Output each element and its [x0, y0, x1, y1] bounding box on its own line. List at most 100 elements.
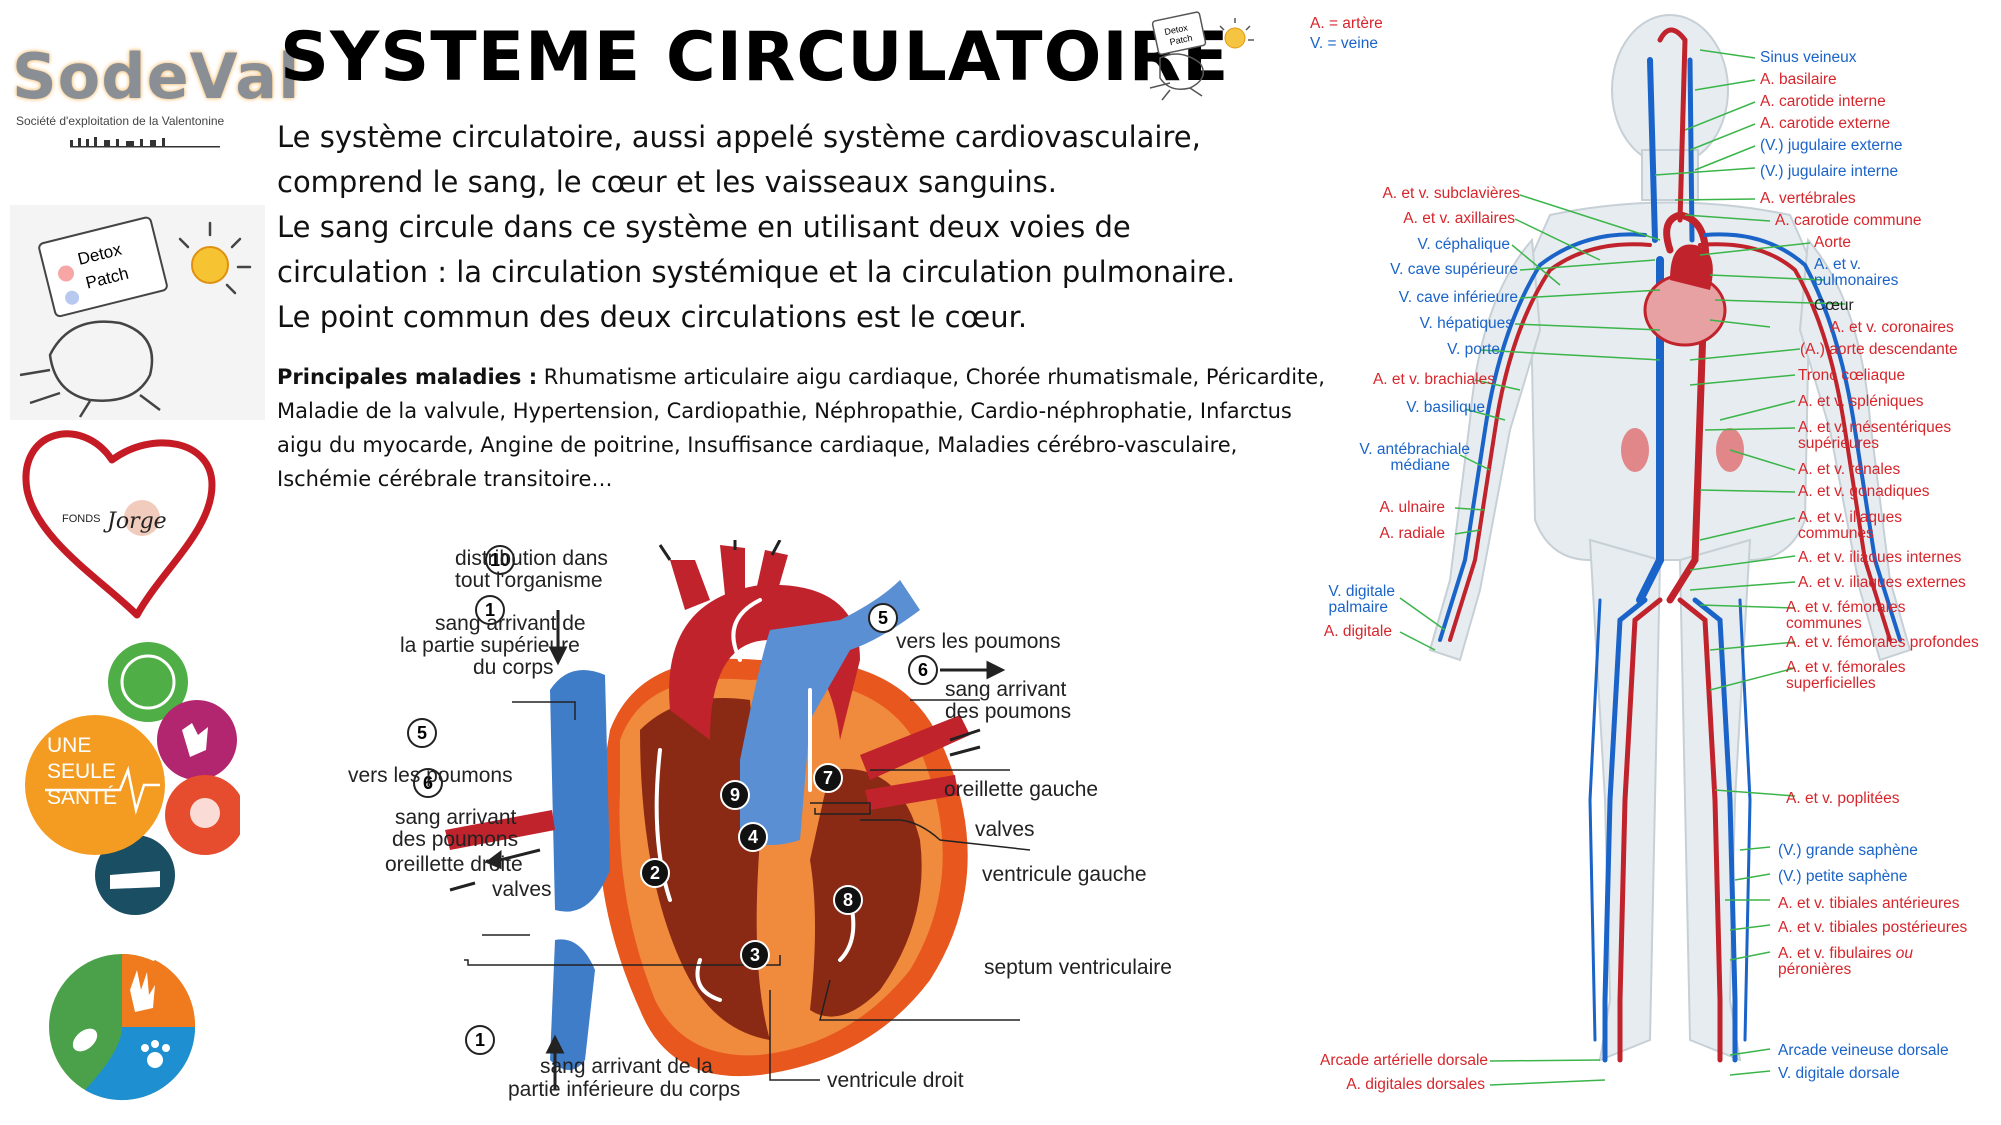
step-number-5-right: 5	[868, 603, 898, 633]
label-poplitees: A. et v. poplitées	[1786, 790, 1900, 807]
label-digitale-palmaire-2: palmaire	[1328, 599, 1388, 616]
label-ventricule-gauche: ventricule gauche	[982, 863, 1147, 886]
label-pulmonaires-1: A. et v.	[1814, 256, 1862, 273]
label-sinus-veineux: Sinus veineux	[1760, 49, 1857, 66]
label-sang-poumons-right-2: des poumons	[945, 700, 1072, 723]
label-arcade-arterielle: Arcade artérielle dorsale	[1320, 1052, 1489, 1069]
label-digitale-palmaire-1: V. digitale	[1328, 583, 1395, 600]
heart-diagram: 10 1 5 6 1 5 6 2 3 4 7 8 9 distribution …	[340, 540, 1220, 1110]
label-vers-poumons-right: vers les poumons	[896, 630, 1061, 653]
label-tibiales-anterieures: A. et v. tibiales antérieures	[1778, 895, 1960, 912]
sodeval-logo-subtitle: Société d'exploitation de la Valentonine	[16, 114, 225, 128]
label-sup-line2: la partie supérieure	[400, 634, 580, 657]
sodeval-logo: SodeVal Société d'exploitation de la Val…	[10, 30, 299, 160]
label-arcade-veineuse: Arcade veineuse dorsale	[1778, 1042, 1949, 1059]
label-valves-left: valves	[492, 878, 552, 901]
label-digitale-dorsale: V. digitale dorsale	[1778, 1065, 1900, 1082]
label-distribution-line1: distribution dans	[455, 547, 608, 570]
label-subclavieres: A. et v. subclavières	[1382, 185, 1520, 202]
label-femorales-superficielles-2: superficielles	[1786, 675, 1876, 692]
label-mesenteriques-1: A. et v. mésentériques	[1798, 419, 1952, 436]
label-valves-right: valves	[975, 818, 1035, 841]
une-text: UNE	[47, 734, 91, 757]
step-number-6-right: 6	[908, 655, 938, 685]
label-pulmonaires-2: pulmonaires	[1814, 272, 1899, 289]
label-inf-line1: sang arrivant de la	[540, 1055, 713, 1078]
body-illustration	[1399, 14, 1912, 1086]
sante-text: SANTÉ	[47, 786, 117, 809]
label-carotide-externe: A. carotide externe	[1760, 115, 1891, 132]
diseases-label: Principales maladies :	[277, 365, 538, 389]
label-fibulaires-1: A. et v. fibulaires ou	[1778, 946, 1913, 962]
label-digitale: A. digitale	[1323, 623, 1392, 640]
label-carotide-commune: A. carotide commune	[1775, 212, 1922, 229]
label-axillaires: A. et v. axillaires	[1403, 210, 1515, 227]
legend-artere: A. = artère	[1310, 15, 1383, 32]
intro-line: comprend le sang, le cœur et les vaissea…	[277, 165, 1057, 199]
step-number-8: 8	[833, 885, 863, 915]
label-coronaires: A. et v. coronaires	[1830, 319, 1954, 336]
label-iliaques-1: A. et v. iliaques	[1798, 509, 1902, 526]
label-porte: V. porte	[1447, 341, 1500, 358]
label-antebrachiale-1: V. antébrachiale	[1359, 441, 1470, 458]
label-renales: A. et v. rénales	[1798, 461, 1901, 478]
une-seule-sante-logo: UNE SEULE SANTÉ	[25, 642, 240, 915]
label-vers-poumons-left: vers les poumons	[348, 764, 513, 787]
label-sup-line3: du corps	[473, 656, 554, 679]
label-sup-line1: sang arrivant de	[435, 612, 586, 635]
label-ulnaire: A. ulnaire	[1379, 499, 1445, 516]
label-coeur: Cœur	[1814, 297, 1854, 314]
step-number-1-bottom: 1	[465, 1025, 495, 1055]
detox-small-line1: Detox	[1163, 22, 1189, 37]
label-cephalique: V. céphalique	[1417, 236, 1510, 253]
seule-text: SEULE	[47, 760, 116, 783]
label-grande-saphene: (V.) grande saphène	[1778, 842, 1918, 859]
step-number-2: 2	[640, 858, 670, 888]
sodeval-logo-name: SodeVal	[12, 40, 301, 113]
label-antebrachiale-2: médiane	[1390, 457, 1450, 474]
diseases-text: Rhumatisme articulaire aigu cardiaque, C…	[277, 365, 1325, 491]
label-cave-superieure: V. cave supérieure	[1390, 261, 1518, 278]
fonds-text: FONDS	[62, 513, 101, 525]
label-femorales-profondes: A. et v. fémorales profondes	[1786, 634, 1979, 651]
label-jugulaire-interne: (V.) jugulaire interne	[1760, 163, 1899, 180]
step-number-9: 9	[720, 780, 750, 810]
step-number-5-left: 5	[407, 718, 437, 748]
detox-patch-small-logo: Detox Patch	[1149, 11, 1254, 101]
intro-line: Le point commun des deux circulations es…	[277, 300, 1028, 334]
label-cave-inferieure: V. cave inférieure	[1398, 289, 1518, 306]
label-iliaques-externes: A. et v. iliaques externes	[1798, 574, 1966, 591]
label-oreillette-gauche: oreillette gauche	[944, 778, 1099, 801]
label-oreillette-droite: oreillette droite	[385, 853, 523, 876]
label-fibulaires-2: péronières	[1778, 961, 1852, 978]
intro-line: Le système circulatoire, aussi appelé sy…	[277, 120, 1201, 154]
fonds-script-text: Jorge	[103, 509, 167, 534]
label-tronc-coeliaque: Tronc cœliaque	[1798, 367, 1906, 384]
label-brachiales: A. et v. brachiales	[1372, 371, 1495, 388]
step-number-7: 7	[813, 763, 843, 793]
label-ventricule-droit: ventricule droit	[827, 1069, 964, 1092]
label-distribution-line2: tout l'organisme	[455, 569, 603, 592]
health-circle-logo	[49, 954, 196, 1101]
label-vertebrales: A. vertébrales	[1760, 190, 1856, 207]
label-septum: septum ventriculaire	[984, 956, 1172, 979]
step-number-6-left: 6	[413, 768, 443, 798]
heart-illustration	[445, 540, 1031, 1090]
label-radiale: A. radiale	[1379, 525, 1445, 542]
step-number-10: 10	[485, 545, 515, 575]
label-fibulaires-text: A. et v. fibulaires	[1778, 945, 1892, 962]
step-number-3: 3	[740, 940, 770, 970]
label-spleniques: A. et v. spléniques	[1798, 393, 1924, 410]
step-number-4: 4	[738, 822, 768, 852]
label-carotide-interne: A. carotide interne	[1760, 93, 1886, 110]
label-basilique: V. basilique	[1406, 399, 1485, 416]
label-femorales-superficielles-1: A. et v. fémorales	[1786, 659, 1906, 676]
fonds-jorge-logo: FONDS Jorge	[22, 430, 216, 619]
label-fibulaires-ou: ou	[1895, 945, 1913, 962]
intro-paragraph: Le système circulatoire, aussi appelé sy…	[277, 115, 1327, 340]
label-femorales-communes-2: communes	[1786, 615, 1862, 632]
label-iliaques-internes: A. et v. iliaques internes	[1798, 549, 1962, 566]
label-aorte: Aorte	[1814, 234, 1852, 251]
label-aorte-descendante: (A.) aorte descendante	[1800, 341, 1958, 358]
label-tibiales-posterieures: A. et v. tibiales postérieures	[1778, 919, 1968, 936]
